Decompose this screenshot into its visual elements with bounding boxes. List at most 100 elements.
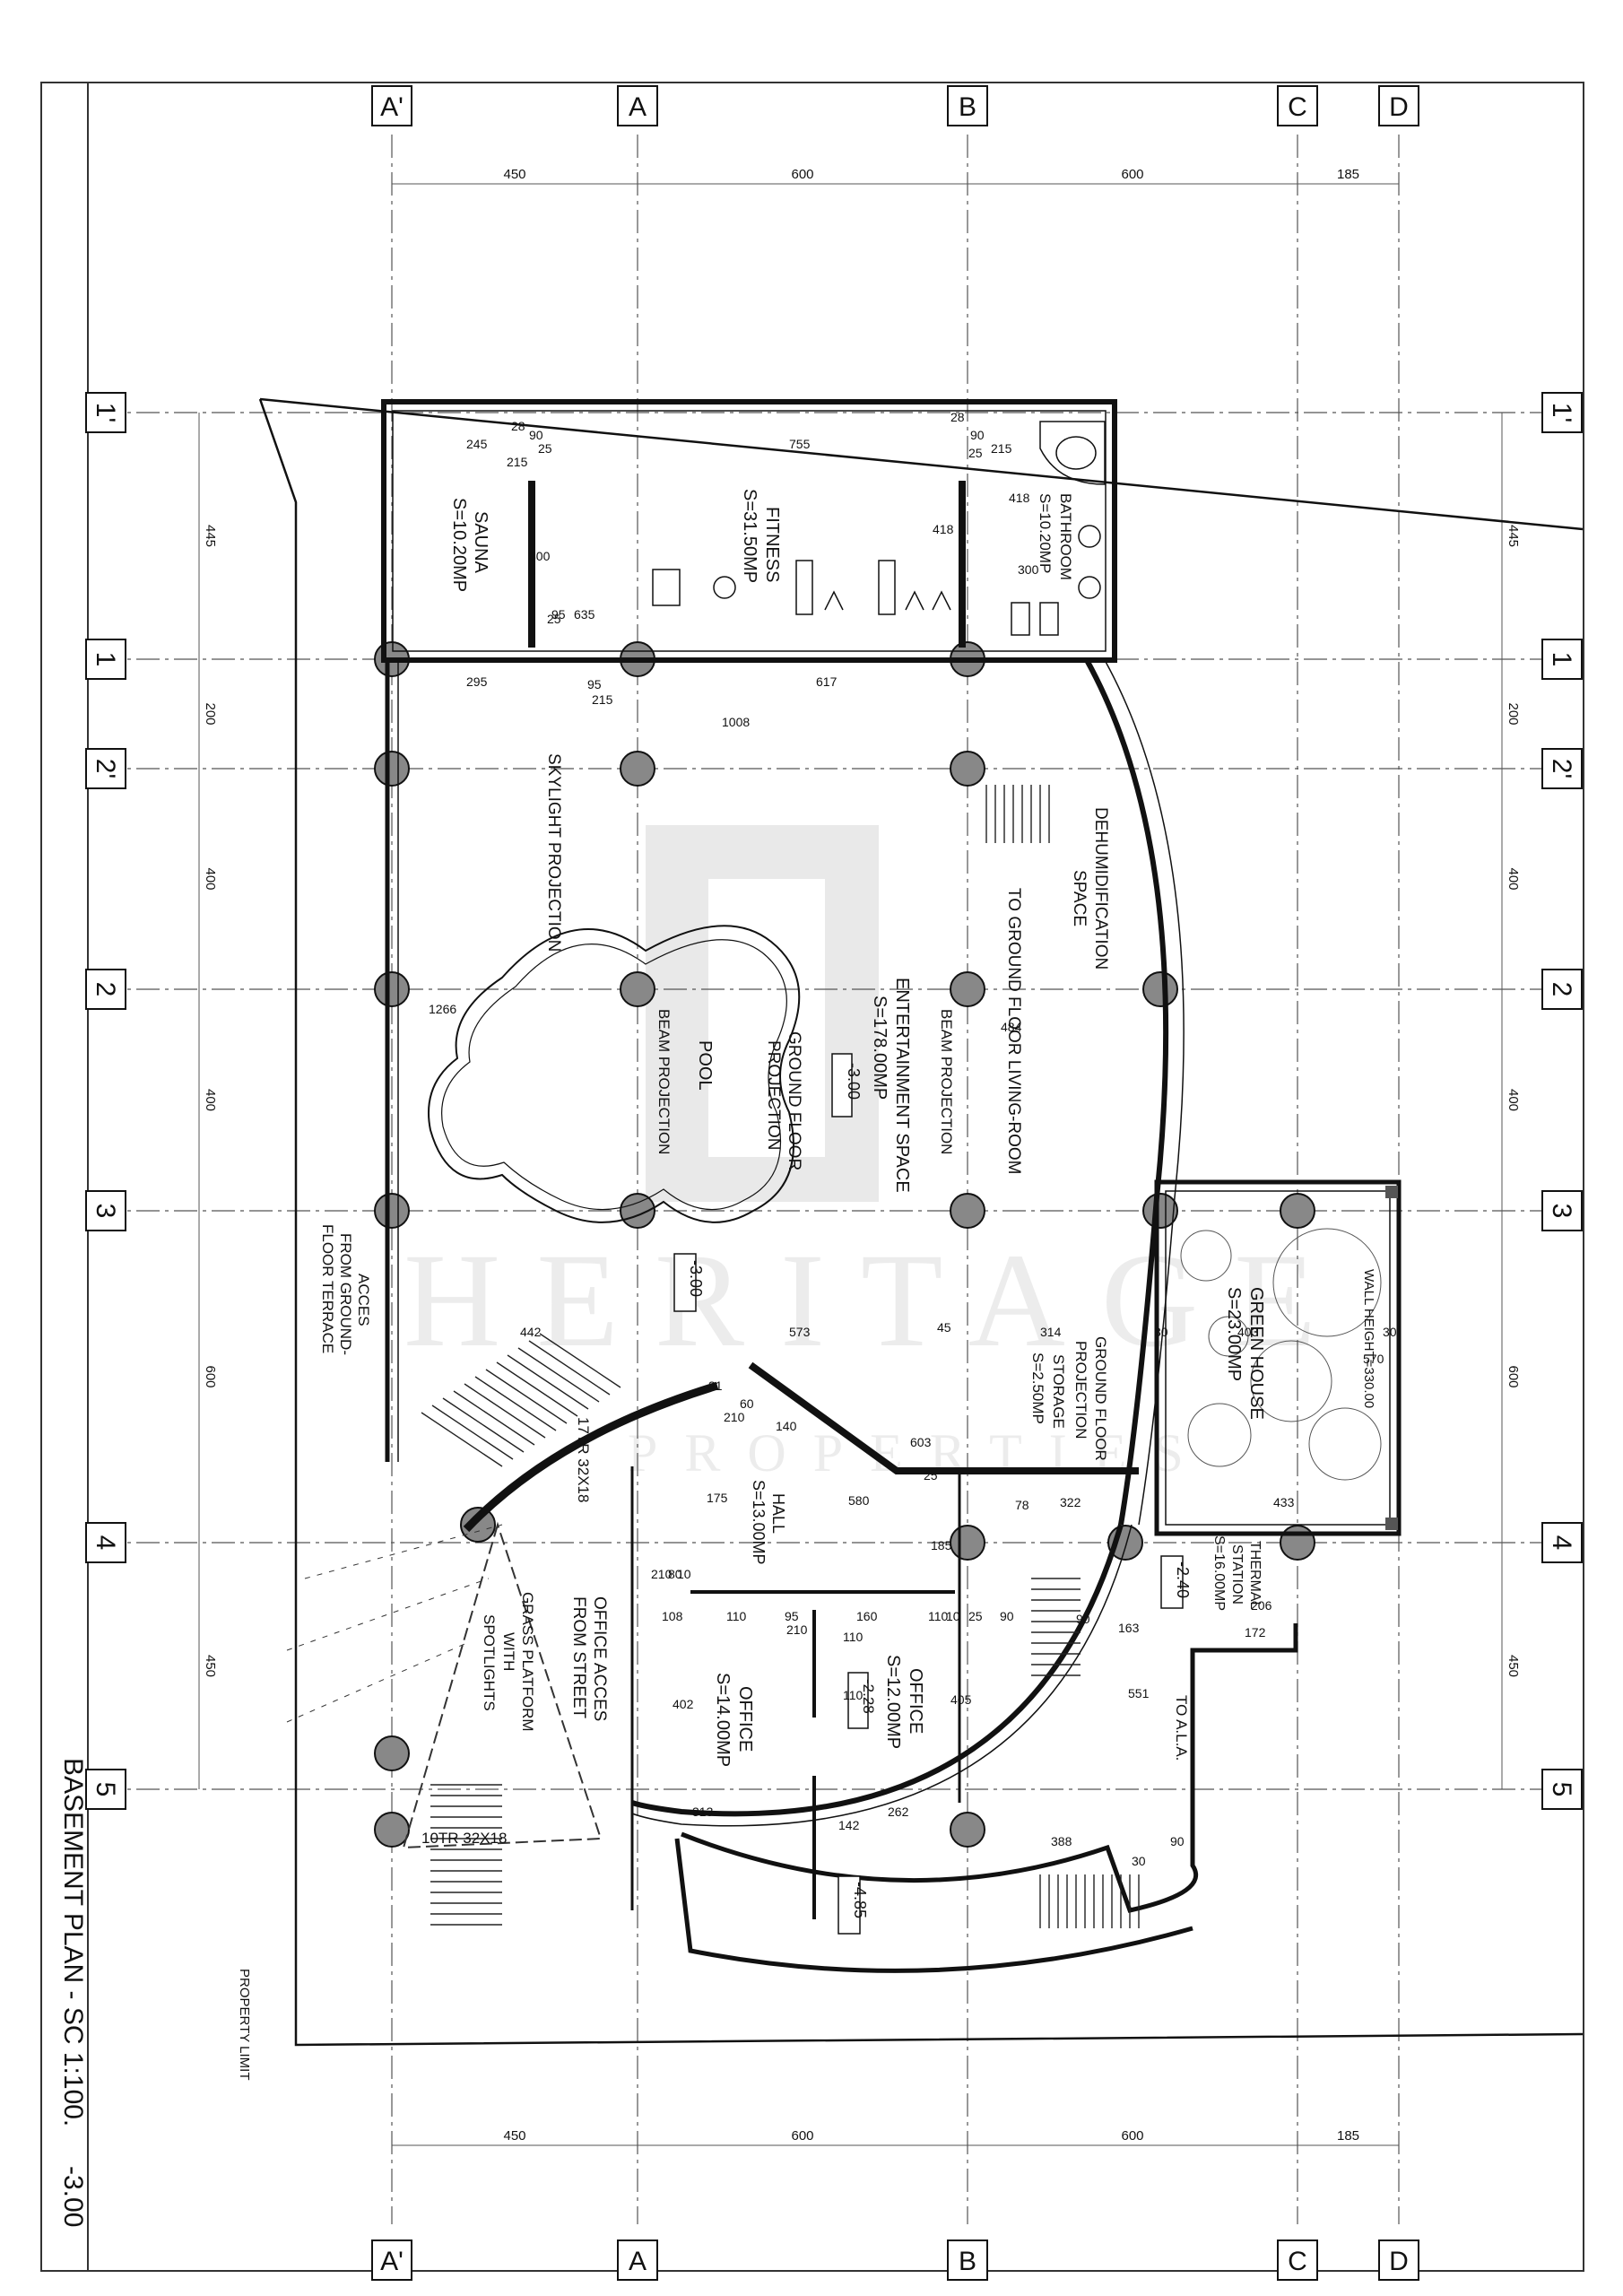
- structural-column: [1280, 1193, 1315, 1229]
- dimension-value: 10: [677, 1567, 691, 1581]
- grid-label-row: 2': [1547, 759, 1576, 778]
- pool-outline: [428, 925, 801, 1223]
- structural-column: [460, 1507, 496, 1543]
- stair-tread: [528, 1340, 611, 1396]
- title-block: BASEMENT PLAN - SC 1:100. -3.00: [58, 1758, 88, 2227]
- dim-col: 185: [1337, 167, 1359, 182]
- acces-terrace-1: ACCES: [355, 1274, 372, 1326]
- beam-label-b: BEAM PROJECTION: [938, 1009, 955, 1154]
- dimension-value: 163: [1118, 1621, 1140, 1635]
- grid-label-row: 5: [91, 1782, 120, 1797]
- watermark-text: HERITAGE: [404, 1226, 1352, 1375]
- dimension-value: 30: [1383, 1325, 1397, 1339]
- grid-label-row: 4: [1547, 1535, 1576, 1551]
- grid-bubble-top: [1277, 85, 1318, 126]
- dimension-value: 313: [692, 1805, 714, 1819]
- walls: [381, 399, 1402, 1973]
- stair-tread: [517, 1347, 600, 1403]
- grid-bubble-left: [85, 392, 126, 433]
- stair-tread: [442, 1397, 525, 1453]
- structural-column: [374, 971, 410, 1007]
- dim-col: 450: [503, 2128, 525, 2144]
- ground-floor-proj-4: PROJECTION: [1072, 1341, 1089, 1439]
- acces-terrace-3: FLOOR TERRACE: [319, 1224, 336, 1353]
- dimension-value: 210: [786, 1622, 808, 1637]
- office1-area: S=12.00MP: [883, 1655, 903, 1749]
- grid-label-row: 2': [91, 759, 120, 778]
- office1-level: -2.28: [860, 1679, 877, 1714]
- grass-label-2: WITH: [500, 1632, 517, 1671]
- structural-column: [950, 751, 985, 787]
- grid-label-col: C: [1288, 2247, 1307, 2276]
- structural-column: [950, 1193, 985, 1229]
- stair-tread: [485, 1369, 568, 1424]
- dimension-value: 245: [466, 437, 488, 451]
- grid-bubble-bottom: [1378, 2239, 1419, 2281]
- dim-row: 200: [203, 702, 218, 725]
- level-485: -4.85: [851, 1882, 869, 1918]
- property-limit: PROPERTY LIMIT: [237, 397, 1584, 2080]
- grid-label-col: A': [380, 2247, 404, 2276]
- bathroom-name: BATHROOM: [1057, 493, 1074, 580]
- dimension-value: 160: [856, 1609, 878, 1623]
- grid-bubble-right: [1541, 969, 1583, 1010]
- grid-label-col: B: [959, 2247, 976, 2276]
- dimension-value: 206: [1251, 1598, 1272, 1613]
- stair-tread: [539, 1333, 621, 1388]
- dimension-value: 25: [968, 1609, 983, 1623]
- annotation-labels: SKYLIGHT PROJECTION BEAM PROJECTION BEAM…: [319, 753, 1192, 1935]
- grid-bubble-left: [85, 639, 126, 680]
- stair-tread: [431, 1405, 514, 1460]
- stairs: [421, 785, 1140, 1928]
- dimension-value: 1266: [429, 1002, 456, 1016]
- greenhouse-wall-height: WALL HEIGHT=330.00: [1361, 1269, 1376, 1408]
- stair-tread: [474, 1376, 557, 1431]
- dim-row: 400: [203, 867, 218, 890]
- dimension-value: 140: [776, 1419, 797, 1433]
- dimension-value: 580: [848, 1493, 870, 1508]
- grid-bubble-left: [85, 1190, 126, 1231]
- ground-floor-proj-2: PROJECTION: [764, 1040, 783, 1150]
- office-acces-2: FROM STREET: [569, 1596, 588, 1719]
- fitness-area: S=31.50MP: [740, 489, 759, 583]
- dim-row: 445: [1506, 525, 1521, 547]
- dimension-value: 418: [1009, 491, 1030, 505]
- grid-bubble-left: [85, 1769, 126, 1810]
- fitness-name: FITNESS: [762, 507, 782, 582]
- property-limit-label: PROPERTY LIMIT: [237, 1969, 252, 2080]
- dimension-value: 28: [511, 419, 525, 433]
- dimension-value: 95: [785, 1609, 799, 1623]
- hall-area: S=13.00MP: [750, 1480, 768, 1565]
- dimension-value: 603: [910, 1435, 932, 1449]
- dimension-value: 570: [1363, 1352, 1384, 1366]
- storage-area: S=2.50MP: [1029, 1352, 1046, 1424]
- dimension-value: 185: [931, 1538, 952, 1552]
- skylight-label: SKYLIGHT PROJECTION: [544, 753, 563, 952]
- grid-label-row: 5: [1547, 1782, 1576, 1797]
- dimension-value: 405: [950, 1692, 972, 1707]
- grid-label-row: 2: [1547, 982, 1576, 997]
- sauna-area: S=10.20MP: [449, 498, 469, 592]
- bathroom-fixtures: [1011, 421, 1106, 636]
- dimension-value: 322: [1060, 1495, 1081, 1509]
- dimension-value: 175: [707, 1491, 728, 1505]
- room-labels: SAUNA S=10.20MP FITNESS S=31.50MP BATHRO…: [449, 489, 1376, 1767]
- dimension-value: 80: [668, 1567, 682, 1581]
- dim-col: 600: [791, 2128, 813, 2144]
- grid-bubble-top: [371, 85, 412, 126]
- stair-tread: [421, 1412, 503, 1467]
- dim-col: 185: [1337, 2128, 1359, 2144]
- dim-row: 450: [203, 1655, 218, 1677]
- dimension-value: 30: [1132, 1854, 1146, 1868]
- grid-bubble-top: [947, 85, 988, 126]
- dim-row: 400: [1506, 867, 1521, 890]
- dimension-value: 215: [507, 455, 528, 469]
- dimension-value: 25: [547, 612, 561, 626]
- dim-col: 600: [1121, 2128, 1143, 2144]
- dehum-label-1: DEHUMIDIFICATION: [1091, 807, 1110, 970]
- grid-label-row: 3: [1547, 1204, 1576, 1219]
- grid-label-col: D: [1389, 92, 1409, 122]
- dim-row: 600: [203, 1365, 218, 1387]
